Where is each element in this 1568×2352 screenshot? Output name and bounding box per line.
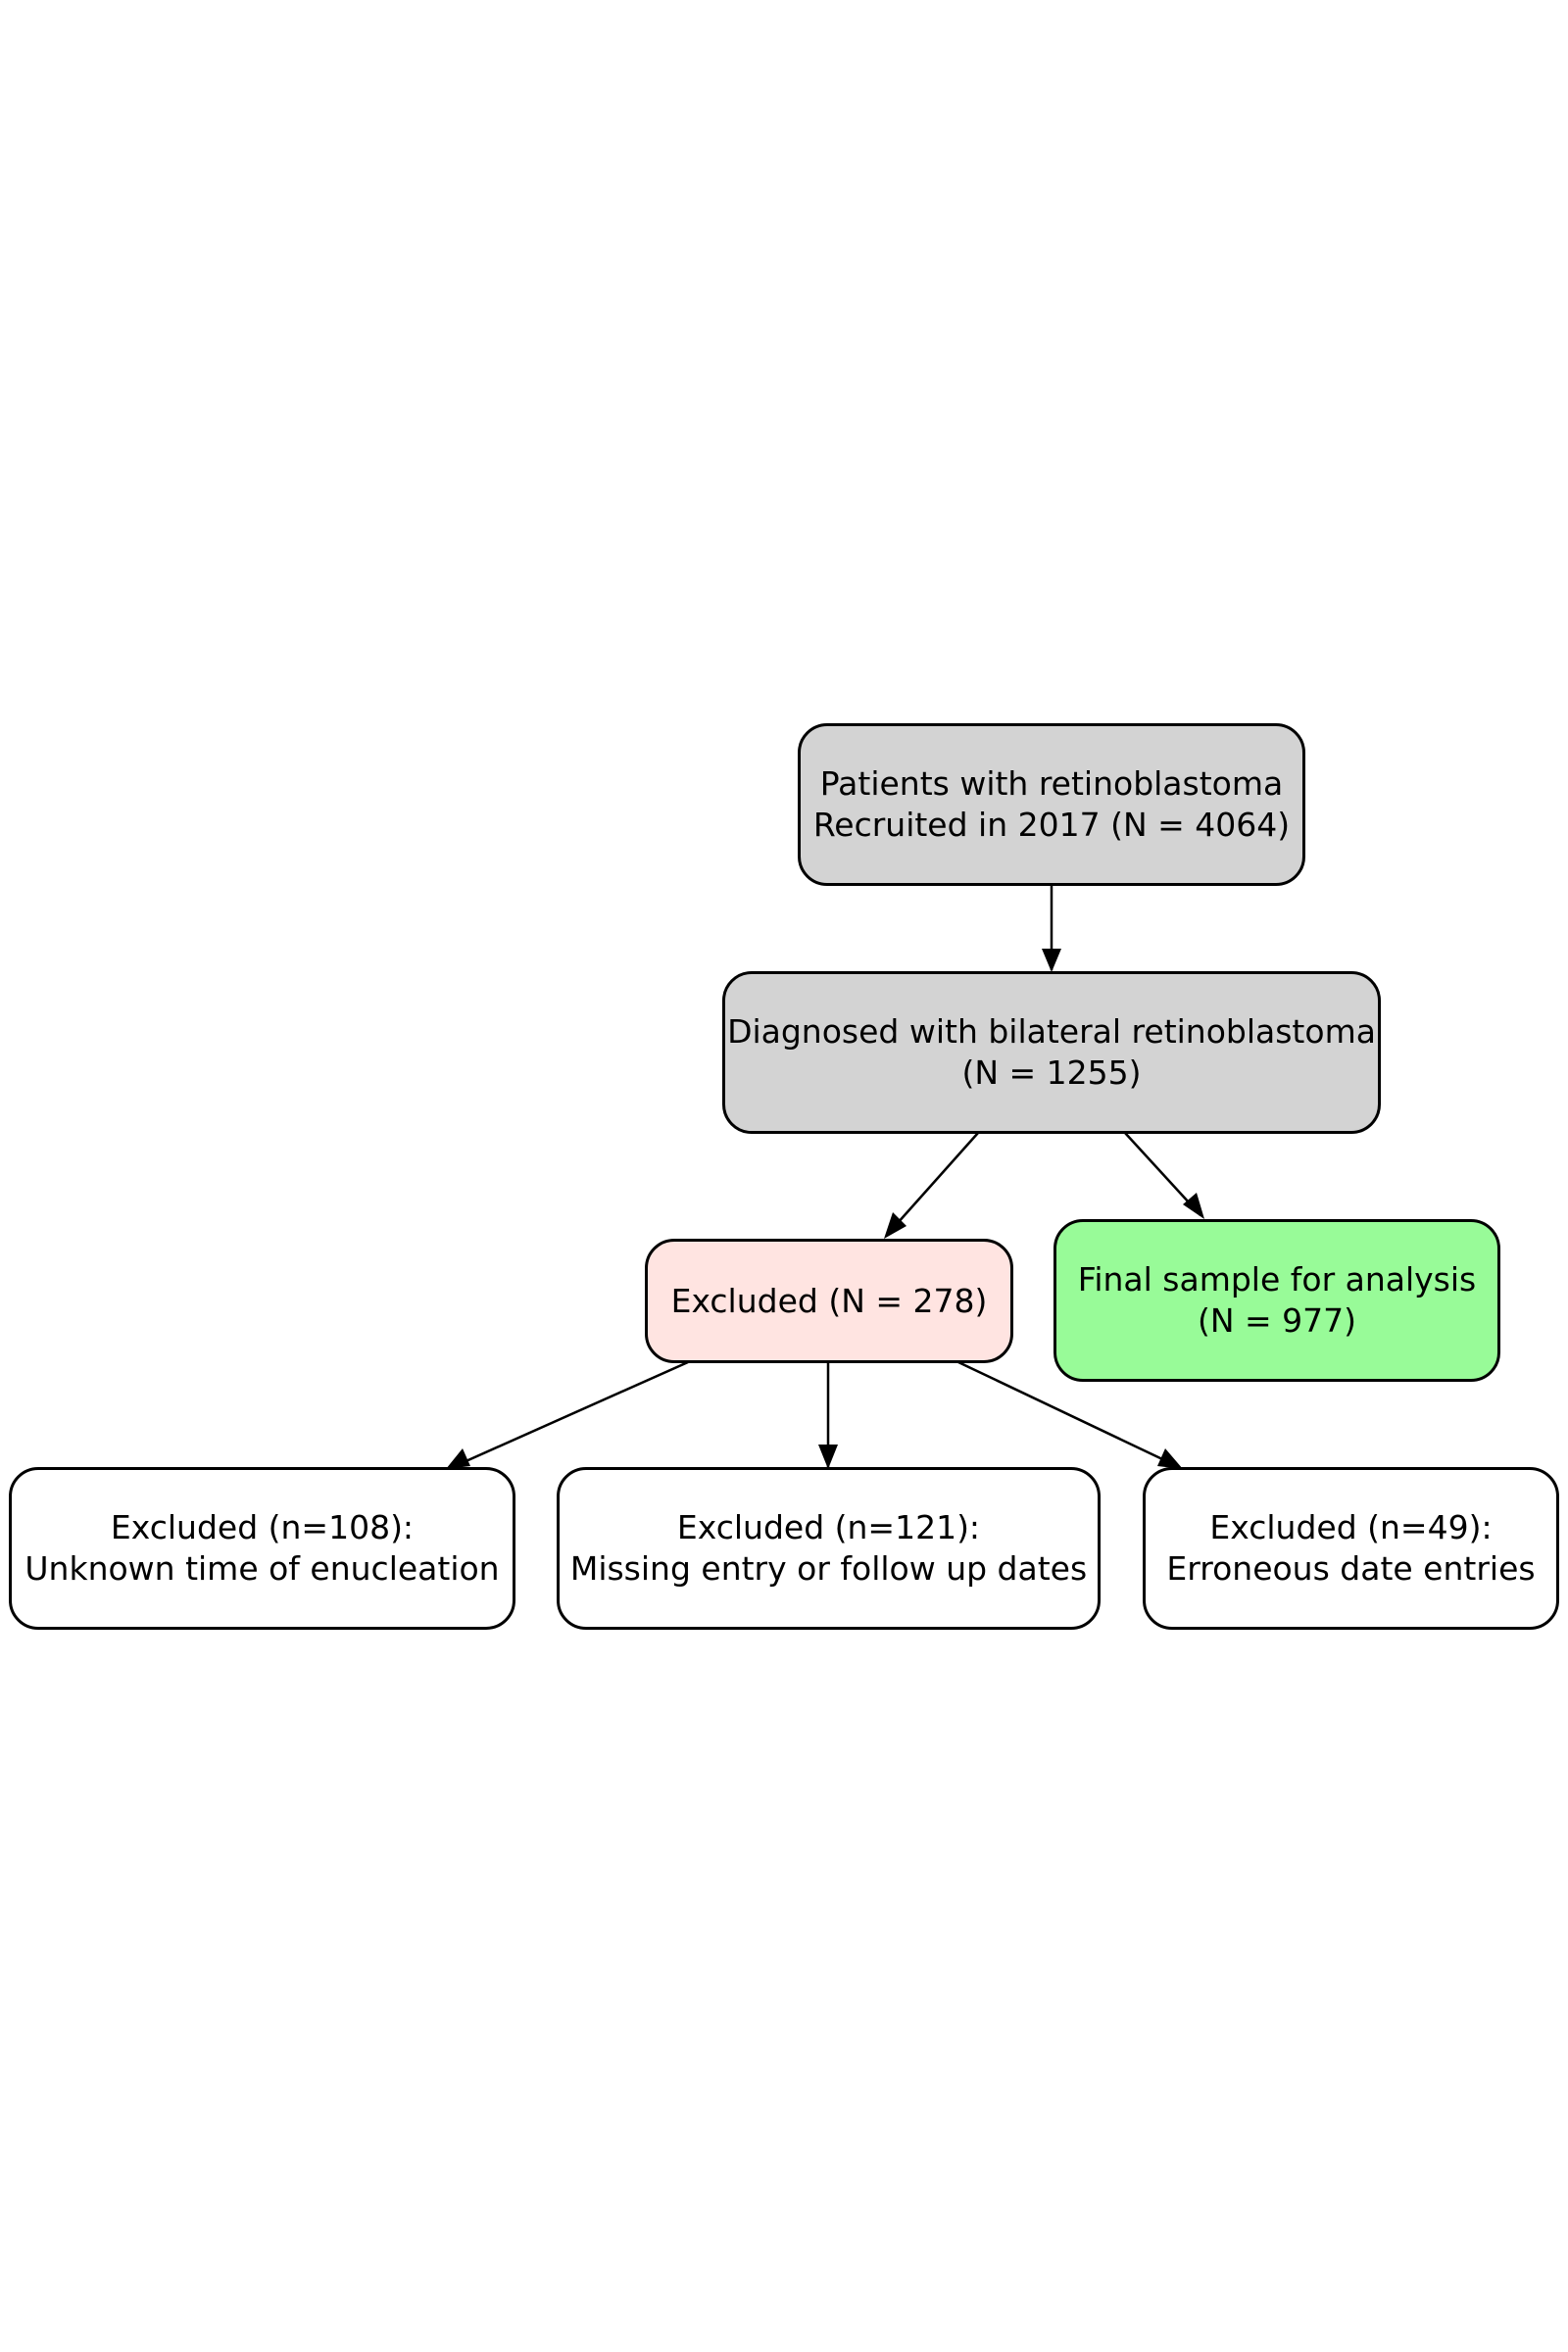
arrowhead-patients-to-diagnosed xyxy=(1042,949,1061,972)
node-excluded-49-line-1: Excluded (n=49): xyxy=(1209,1508,1493,1546)
node-final-sample: Final sample for analysis (N = 977) xyxy=(1054,1219,1500,1382)
node-excluded-49: Excluded (n=49): Erroneous date entries xyxy=(1143,1467,1559,1630)
node-excluded-121-line-1: Excluded (n=121): xyxy=(676,1508,981,1546)
node-excluded-total: Excluded (N = 278) xyxy=(645,1239,1013,1363)
arrow-excluded-to-108 xyxy=(452,1360,689,1469)
arrowhead-excluded-to-121 xyxy=(818,1445,838,1469)
arrowhead-excluded-to-108 xyxy=(446,1448,470,1469)
arrowhead-excluded-to-49 xyxy=(1157,1448,1183,1469)
node-excluded-121-line-2: Missing entry or follow up dates xyxy=(569,1549,1088,1588)
node-diagnosed-line-2: (N = 1255) xyxy=(961,1054,1142,1092)
node-final-line-2: (N = 977) xyxy=(1197,1301,1357,1340)
node-excluded-121: Excluded (n=121): Missing entry or follo… xyxy=(557,1467,1101,1630)
arrowhead-diagnosed-to-excluded xyxy=(884,1212,906,1239)
node-diagnosed-bilateral: Diagnosed with bilateral retinoblastoma … xyxy=(722,971,1381,1134)
node-excluded-108-line-2: Unknown time of enucleation xyxy=(24,1549,500,1588)
node-excluded-108-line-1: Excluded (n=108): xyxy=(110,1508,415,1546)
node-patients-retinoblastoma: Patients with retinoblastoma Recruited i… xyxy=(798,723,1305,886)
arrow-excluded-to-49 xyxy=(957,1360,1180,1469)
node-excluded-49-line-2: Erroneous date entries xyxy=(1166,1549,1536,1588)
node-patients-line-1: Patients with retinoblastoma xyxy=(819,764,1284,803)
node-excluded-line-1: Excluded (N = 278) xyxy=(670,1281,988,1320)
node-excluded-108: Excluded (n=108): Unknown time of enucle… xyxy=(9,1467,515,1630)
node-diagnosed-line-1: Diagnosed with bilateral retinoblastoma xyxy=(727,1012,1376,1051)
arrow-diagnosed-to-excluded xyxy=(888,1132,979,1234)
arrowhead-diagnosed-to-final xyxy=(1183,1193,1204,1219)
node-patients-line-2: Recruited in 2017 (N = 4064) xyxy=(812,806,1291,844)
node-final-line-1: Final sample for analysis xyxy=(1077,1260,1477,1298)
